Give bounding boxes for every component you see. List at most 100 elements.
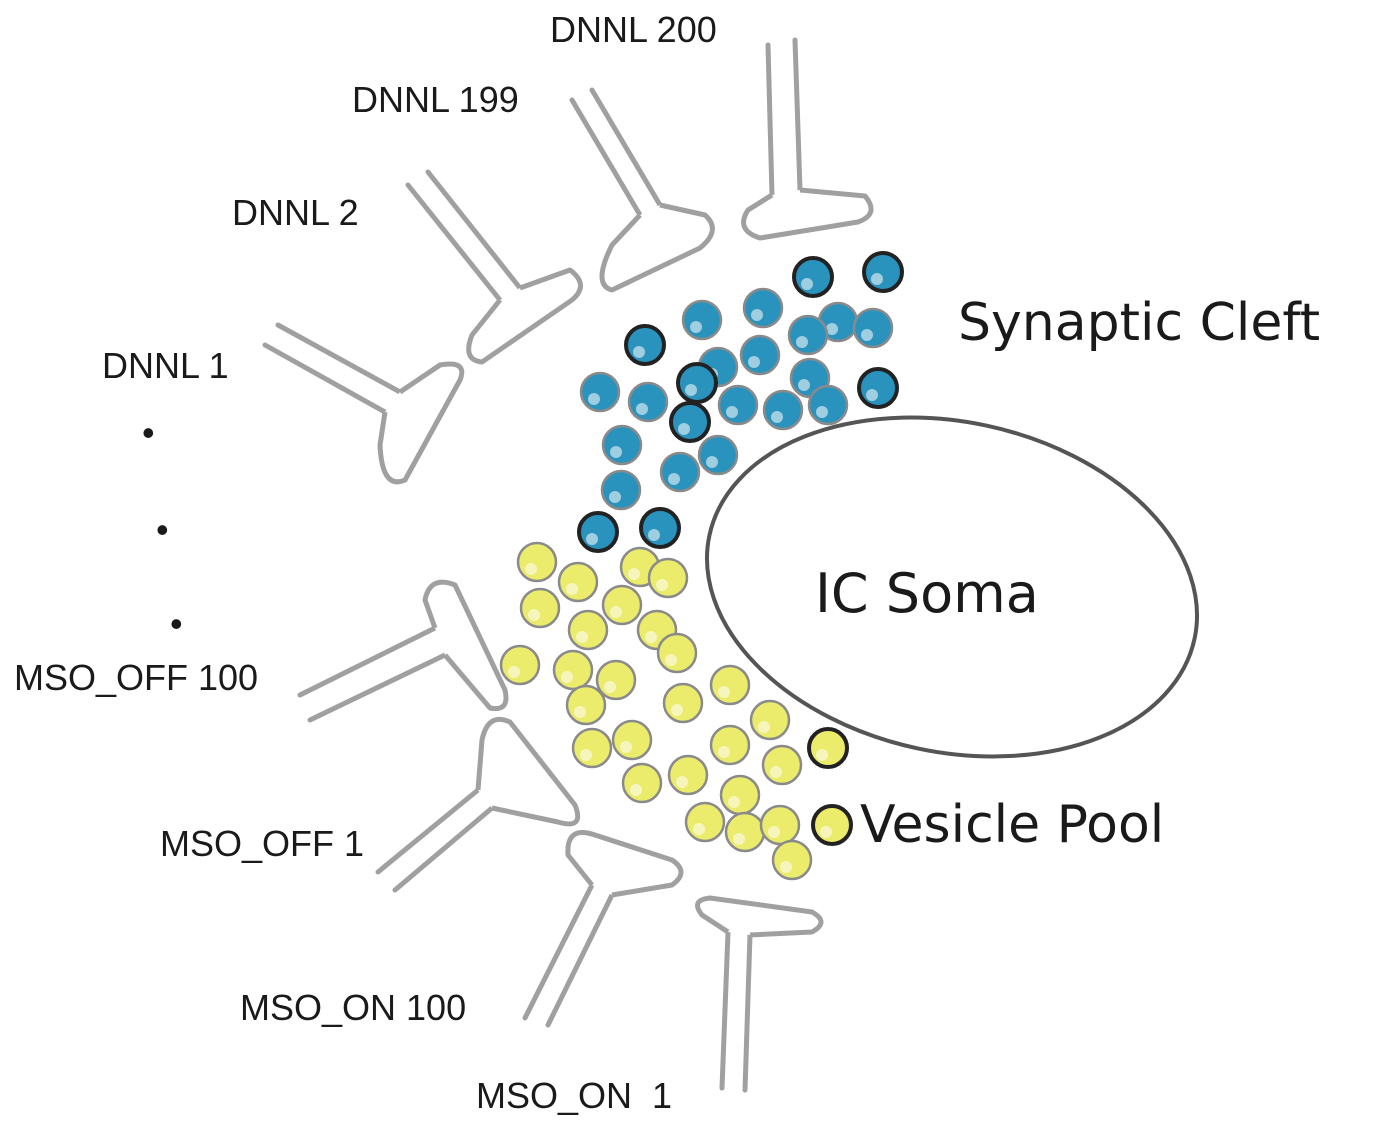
synaptic-vesicle <box>787 314 829 356</box>
synaptic-vesicle-highlight <box>610 446 622 458</box>
pool-vesicle-highlight <box>528 609 540 621</box>
synaptic-vesicle <box>862 251 904 293</box>
synaptic-vesicle <box>762 389 804 431</box>
pool-vesicle <box>565 684 607 726</box>
terminal-bulb <box>475 716 581 827</box>
synaptic-vesicle-highlight <box>633 346 645 358</box>
pool-vesicle <box>595 659 637 701</box>
pool-vesicle <box>771 839 813 881</box>
vesicle-pool-vesicles <box>499 541 853 881</box>
pool-vesicle-highlight <box>576 631 588 643</box>
pool-vesicle-highlight <box>676 776 688 788</box>
pool-vesicle <box>761 744 803 786</box>
synaptic-vesicle-highlight <box>871 273 883 285</box>
pool-vesicle-highlight <box>768 826 780 838</box>
pool-vesicle <box>807 727 849 769</box>
pool-vesicle <box>499 644 541 686</box>
axon-line <box>297 625 438 698</box>
axon-line <box>262 342 388 415</box>
pool-vesicle <box>749 699 791 741</box>
terminal-mso-off-1 <box>375 716 581 893</box>
pool-vesicle-highlight <box>604 681 616 693</box>
synaptic-vesicle <box>739 334 781 376</box>
pool-vesicle-highlight <box>628 568 640 580</box>
ellipsis-dot: • <box>156 509 169 550</box>
axon-line <box>375 787 481 875</box>
synaptic-vesicle-highlight <box>866 389 878 401</box>
pool-vesicle-highlight <box>728 796 740 808</box>
synaptic-vesicle <box>676 362 718 404</box>
pool-vesicle <box>557 561 599 603</box>
synaptic-vesicle <box>792 256 834 298</box>
terminal-bulb <box>599 202 715 293</box>
pool-vesicle <box>621 762 663 804</box>
terminal-dnnl-200 <box>741 37 874 241</box>
pool-vesicle <box>709 664 751 706</box>
pool-vesicle-highlight <box>656 579 668 591</box>
synaptic-vesicle-highlight <box>861 329 873 341</box>
pool-vesicle-highlight <box>620 741 632 753</box>
terminal-dnnl-199 <box>569 87 715 293</box>
pool-vesicle <box>709 724 751 766</box>
pool-vesicle <box>519 587 561 629</box>
synaptic-vesicle-highlight <box>685 384 697 396</box>
pool-vesicle <box>647 557 689 599</box>
axon-line <box>719 929 731 1091</box>
pool-vesicle <box>571 727 613 769</box>
pool-vesicle <box>552 649 594 691</box>
pool-vesicle-highlight <box>508 666 520 678</box>
pool-vesicle-highlight <box>733 833 745 845</box>
axon-line <box>307 652 448 723</box>
synaptic-vesicle-highlight <box>826 323 838 335</box>
synaptic-vesicle-highlight <box>586 533 598 545</box>
label-mso-off-100: MSO_OFF 100 <box>14 657 258 698</box>
terminal-bulb <box>695 895 824 938</box>
pool-vesicle <box>516 541 558 583</box>
terminal-mso-off-100 <box>297 579 509 723</box>
pool-vesicle-highlight <box>610 606 622 618</box>
pool-vesicle-highlight <box>758 721 770 733</box>
label-synaptic-cleft: Synaptic Cleft <box>958 293 1320 353</box>
synaptic-vesicle <box>681 299 723 341</box>
label-vesicle-pool: Vesicle Pool <box>860 795 1164 855</box>
pool-vesicle <box>656 632 698 674</box>
axon-line <box>405 182 503 303</box>
ellipsis-dot: • <box>142 412 155 453</box>
label-dnnl-2: DNNL 2 <box>232 192 359 233</box>
synaptic-vesicle <box>600 469 642 511</box>
synaptic-vesicle <box>669 401 711 443</box>
pool-vesicle-highlight <box>770 766 782 778</box>
synaptic-vesicle-highlight <box>771 411 783 423</box>
synaptic-vesicle <box>639 507 681 549</box>
synaptic-vesicle-highlight <box>690 321 702 333</box>
ic-soma-cell <box>705 415 1199 759</box>
synaptic-vesicle-highlight <box>798 379 810 391</box>
synaptic-vesicle-highlight <box>751 309 763 321</box>
label-mso-off-1: MSO_OFF 1 <box>160 823 364 864</box>
synaptic-vesicle <box>857 367 899 409</box>
pool-vesicle-highlight <box>820 826 832 838</box>
pool-vesicle <box>724 811 766 853</box>
synaptic-vesicle-highlight <box>609 491 621 503</box>
pool-vesicle <box>601 584 643 626</box>
terminal-dnnl-2 <box>405 169 583 365</box>
terminal-dnnl-1 <box>262 322 465 485</box>
synaptic-vesicle <box>659 451 701 493</box>
synaptic-vesicle <box>601 424 643 466</box>
pool-vesicle <box>611 719 653 761</box>
axon-line <box>392 805 495 893</box>
synaptic-vesicle-highlight <box>668 473 680 485</box>
axon-line <box>589 87 663 208</box>
terminal-bulb <box>466 267 583 365</box>
pool-vesicle-highlight <box>561 671 573 683</box>
pool-vesicle-highlight <box>693 823 705 835</box>
axon-line <box>522 882 595 1021</box>
synaptic-vesicle <box>577 511 619 553</box>
axon-line <box>765 42 775 198</box>
pool-vesicle-highlight <box>630 784 642 796</box>
pool-vesicle <box>811 804 853 846</box>
pool-vesicle-highlight <box>665 654 677 666</box>
terminal-bulb <box>565 830 684 898</box>
synaptic-vesicle-highlight <box>588 393 600 405</box>
